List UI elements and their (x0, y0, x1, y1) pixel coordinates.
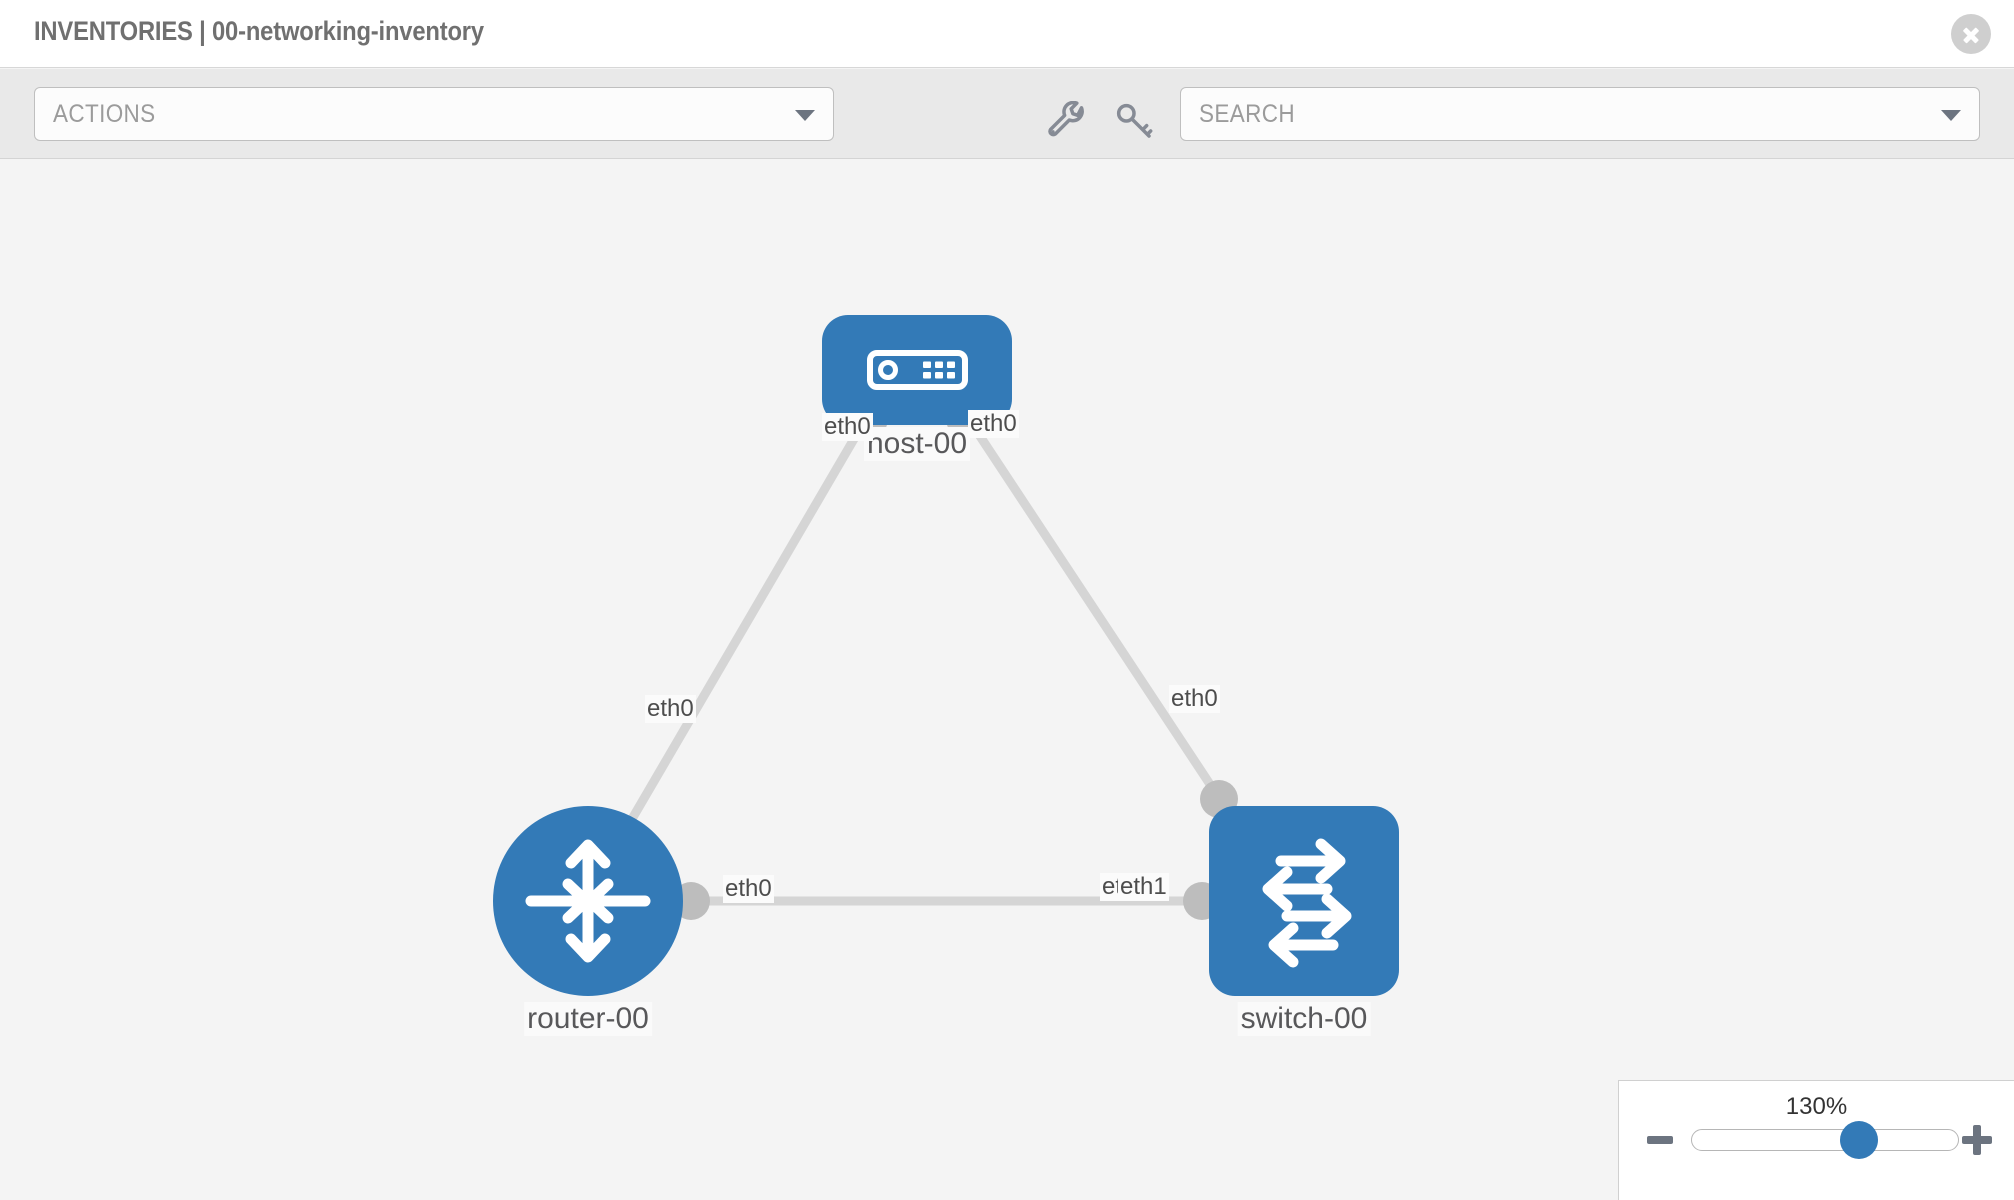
zoom-slider[interactable] (1691, 1121, 1959, 1159)
edge-label-switch-upper: eth0 (1169, 685, 1220, 713)
router-node-shape[interactable] (493, 806, 683, 996)
node-label-switch: switch-00 (1237, 1002, 1371, 1036)
zoom-level-label: 130% (1785, 1093, 1848, 1120)
topology-node-host-00[interactable]: host-00 (822, 315, 1012, 461)
node-label-router: router-00 (524, 1002, 652, 1036)
zoom-out-button[interactable] (1647, 1136, 1673, 1144)
search-input[interactable]: SEARCH (1180, 87, 1980, 141)
zoom-in-button[interactable] (1962, 1125, 1992, 1155)
edge-label-host-left: eth0 (822, 413, 873, 441)
key-icon[interactable] (1114, 101, 1154, 141)
topology-canvas[interactable]: host-00 router-00 (0, 160, 2014, 1200)
toolbar: ACTIONS SEARCH (0, 69, 2014, 159)
page-header: INVENTORIES | 00-networking-inventory (0, 0, 2014, 68)
zoom-control-panel: 130% (1618, 1080, 2014, 1200)
close-icon[interactable] (1951, 14, 1991, 54)
zoom-slider-thumb[interactable] (1840, 1121, 1878, 1159)
switch-node-shape[interactable] (1209, 806, 1399, 996)
node-label-host: host-00 (863, 427, 971, 461)
topology-node-switch-00[interactable]: switch-00 (1209, 806, 1399, 1036)
edge-label-router-upper: eth0 (645, 695, 696, 723)
page-title: INVENTORIES | 00-networking-inventory (34, 16, 484, 46)
edge-label-host-right: eth0 (968, 410, 1019, 438)
edge-label-router-mid: eth0 (723, 875, 774, 903)
host-node-shape[interactable] (822, 315, 1012, 425)
wrench-icon[interactable] (1046, 101, 1086, 141)
chevron-down-icon (1941, 110, 1961, 121)
edge-label-switch-mid-front: eth1 (1118, 873, 1169, 901)
search-placeholder: SEARCH (1199, 100, 1295, 128)
chevron-down-icon (795, 110, 815, 121)
actions-dropdown-label: ACTIONS (53, 100, 156, 128)
actions-dropdown[interactable]: ACTIONS (34, 87, 834, 141)
topology-node-router-00[interactable]: router-00 (493, 806, 683, 1036)
